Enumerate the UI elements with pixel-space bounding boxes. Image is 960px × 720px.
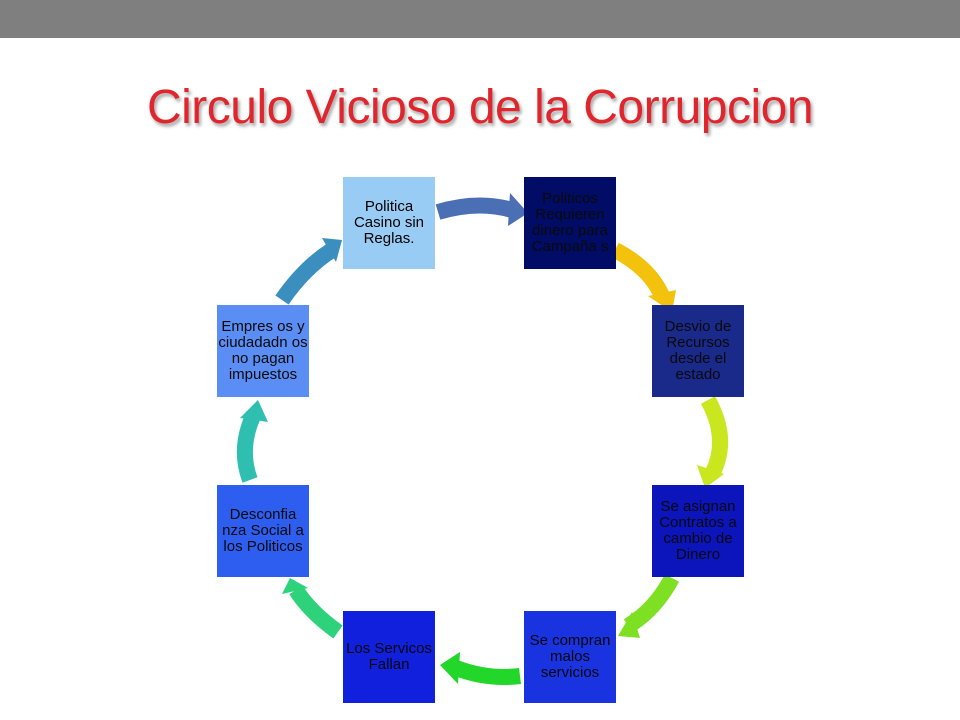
arrow-5	[289, 585, 343, 639]
cycle-node: Empres os y ciudadadn os no pagan impues…	[217, 305, 309, 397]
arrowhead-5	[282, 578, 308, 594]
arrowhead-7	[322, 238, 342, 262]
arrowhead-3	[618, 612, 640, 638]
cycle-node: Desconfia nza Social a los Politicos	[217, 485, 309, 577]
arrow-0	[435, 197, 515, 220]
arrow-1	[611, 242, 670, 300]
arrowhead-0	[508, 193, 528, 226]
cycle-node: Politica Casino sin Reglas.	[343, 177, 435, 269]
arrowhead-6	[240, 400, 268, 422]
arrowhead-2	[697, 465, 724, 488]
cycle-node: Se compran malos servicios	[524, 611, 616, 703]
cycle-node: Se asignan Contratos a cambio de Dinero	[652, 485, 744, 577]
cycle-node: Desvio de Recursos desde el estado	[652, 305, 744, 397]
cycle-node: Politicos Requieren dinero para Campaña …	[524, 177, 616, 269]
arrow-4	[453, 660, 521, 685]
arrow-7	[275, 243, 337, 305]
slide-title: Circulo Vicioso de la Corrupcion	[146, 81, 814, 134]
arrow-6	[236, 410, 262, 483]
arrowhead-4	[440, 652, 460, 684]
arrow-2	[700, 396, 729, 478]
cycle-node: Los Servicos Fallan	[343, 611, 435, 703]
top-bar	[0, 0, 960, 38]
arrow-3	[623, 574, 680, 633]
